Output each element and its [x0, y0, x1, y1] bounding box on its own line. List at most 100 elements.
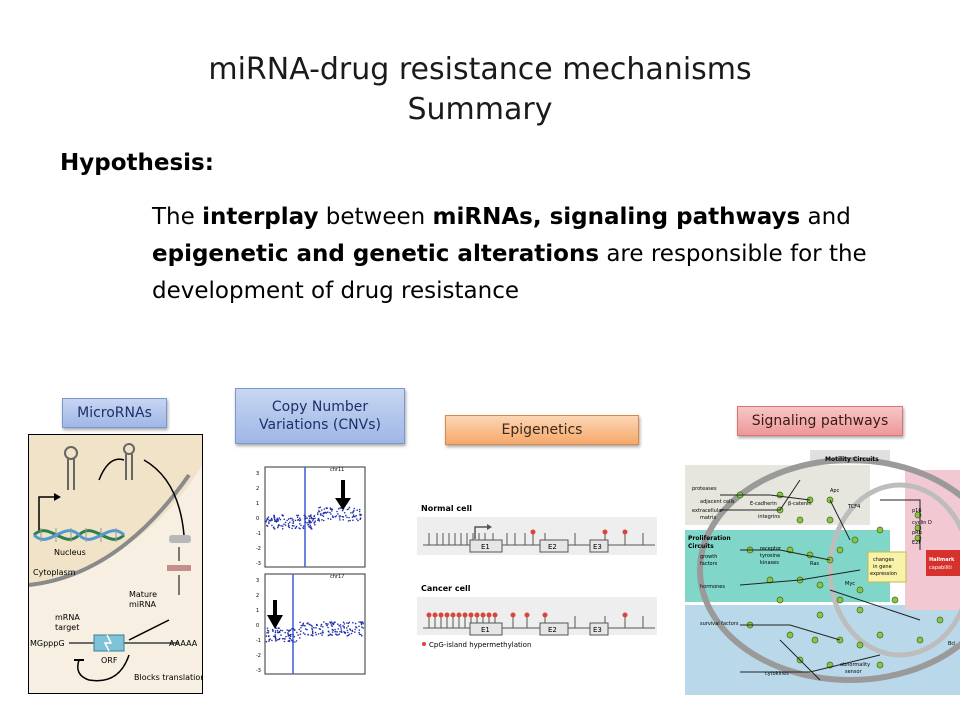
cnv-point	[330, 513, 332, 515]
cnv-point	[302, 525, 305, 527]
pathway-node	[936, 616, 944, 624]
cnv-point	[335, 515, 338, 517]
pathway-node	[826, 516, 834, 524]
cnv-point	[357, 519, 359, 522]
cnv-point	[270, 517, 273, 520]
methyl-dot	[524, 612, 530, 618]
cnv-point	[313, 626, 315, 629]
cnv-point	[268, 519, 271, 522]
normal-band	[417, 517, 657, 555]
cnv-point	[309, 524, 311, 527]
pathway-node	[836, 596, 844, 604]
cnv-point	[342, 625, 344, 627]
hyp-part-5: and	[800, 204, 851, 230]
mirna-figure: Nucleus Cytoplasm Mature miRNA mRNA targ…	[28, 434, 203, 694]
cnv-point	[310, 521, 312, 523]
cnv-point	[322, 630, 324, 632]
pathway-node	[811, 636, 819, 644]
cnv-point	[274, 528, 276, 530]
cnv-point	[334, 630, 337, 633]
signaling-diagram: Motility Circuits proteases adjacent cel…	[685, 450, 960, 695]
cnv-point	[352, 514, 355, 516]
normal-e3: E3	[593, 543, 602, 551]
cnv-point	[312, 634, 314, 637]
cnv-point	[341, 509, 344, 512]
cell-membrane	[697, 457, 960, 683]
cnv-point	[358, 510, 361, 513]
cnv-point	[346, 508, 349, 511]
cnv-point	[326, 624, 328, 627]
normal-e2: E2	[548, 543, 557, 551]
cnv-point	[331, 508, 334, 511]
tag-cnv-line1: Copy Number	[271, 399, 369, 415]
cnv-point	[331, 625, 333, 627]
cnv-point	[331, 634, 334, 636]
cnv-point	[272, 630, 274, 632]
cnv-point	[343, 630, 345, 633]
cnv-point	[325, 623, 328, 625]
cytoplasm-label: Cytoplasm	[33, 568, 76, 577]
cnv-point	[329, 633, 332, 635]
down-arrow-icon	[335, 480, 351, 510]
cnv-point	[279, 518, 282, 521]
cnv-point	[310, 526, 312, 528]
cnv-point	[312, 520, 314, 522]
cnv-point	[293, 629, 296, 631]
methyl-dot	[474, 612, 480, 618]
cnv-point	[355, 514, 357, 517]
hyp-part-2: interplay	[202, 204, 319, 230]
cnv-point	[337, 628, 339, 630]
cnv-point	[268, 640, 270, 642]
proliferation-label-1: Proliferation	[688, 535, 731, 542]
cnv-point	[352, 515, 355, 518]
cnv-point	[332, 622, 335, 625]
methyl-dot	[486, 612, 492, 618]
hairpin-icon	[64, 443, 135, 490]
cnv-point	[359, 513, 361, 515]
cnv-tick-label: -2	[256, 653, 261, 659]
cnv-point	[266, 525, 269, 527]
mature-label-2: miRNA	[129, 600, 157, 609]
cnv-point	[292, 522, 294, 524]
cnv-point	[292, 627, 295, 630]
cnv-point	[302, 623, 304, 625]
cnv-point	[314, 517, 316, 520]
cnv-point	[267, 635, 270, 638]
bcl-label: Bcl	[948, 641, 956, 647]
cnv-tick-label: -3	[256, 668, 261, 674]
receptor-label-1: receptor	[760, 546, 782, 552]
cancer-exon-1	[469, 622, 503, 636]
pathway-node	[856, 586, 864, 594]
cnv-point	[288, 639, 290, 642]
cnv-point	[330, 624, 333, 626]
cnv-point	[317, 633, 320, 635]
cnv-point	[353, 507, 355, 510]
cnv-point	[268, 521, 270, 523]
cnv-point	[311, 528, 313, 530]
tag-micrornas: MicroRNAs	[62, 398, 167, 428]
cnv-point	[315, 627, 317, 629]
cnv-point	[327, 626, 329, 629]
transcription-arrow	[38, 496, 54, 530]
cnv-point	[330, 621, 333, 623]
cnv-point	[274, 634, 276, 636]
proteases-label: proteases	[692, 486, 717, 492]
cnv-point	[295, 640, 298, 642]
cnv-point	[278, 637, 281, 640]
cnv-point	[298, 628, 301, 631]
ecm-label-2: matrix	[700, 515, 716, 521]
cnv-point	[325, 512, 328, 514]
cnv-point	[274, 636, 276, 638]
tag-signaling: Signaling pathways	[737, 406, 903, 436]
signaling-figure: Motility Circuits proteases adjacent cel…	[680, 440, 960, 696]
cnv-point	[322, 626, 324, 628]
cnv-point	[329, 511, 331, 514]
cnv-point	[308, 515, 310, 517]
pathway-node	[816, 611, 824, 619]
cnv-point	[275, 520, 277, 523]
methyl-dot	[444, 612, 450, 618]
cnv-point	[354, 631, 356, 633]
cnv-point	[314, 520, 316, 522]
cnv-point	[314, 631, 317, 634]
cnv-point	[338, 624, 340, 627]
